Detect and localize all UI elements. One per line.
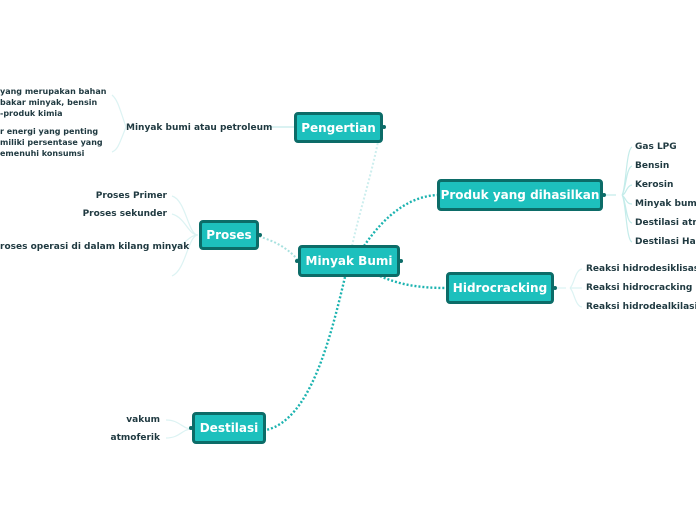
node-pengertian-label: Pengertian xyxy=(301,120,376,135)
link-center-produk xyxy=(363,193,439,247)
link-center-proses xyxy=(257,235,299,261)
leaf-produk-5: Destilasi atmo xyxy=(635,218,696,228)
node-proses[interactable]: Proses xyxy=(199,220,259,250)
node-hidro-label: Hidrocracking xyxy=(452,281,548,295)
leaf-hidro-3: Reaksi hidrodealkilasi xyxy=(586,302,696,312)
leaf-destilasi-1: vakum xyxy=(126,415,160,425)
leaf-produk-4: Minyak bumi xyxy=(635,199,696,209)
leaf-proses-3: roses operasi di dalam kilang minyak xyxy=(0,242,190,252)
leaf-hidro-1: Reaksi hidrodesiklisasi xyxy=(586,264,696,274)
node-destilasi[interactable]: Destilasi xyxy=(192,412,266,444)
node-produk[interactable]: Produk yang dihasilkan xyxy=(437,179,603,211)
link-center-pengertian xyxy=(351,141,379,247)
bracket-hidro xyxy=(553,268,583,308)
leaf-produk-3: Kerosin xyxy=(635,180,674,190)
leaf-pengertian-sub: Minyak bumi atau petroleum xyxy=(126,123,273,133)
node-proses-label: Proses xyxy=(206,228,252,242)
node-pengertian[interactable]: Pengertian xyxy=(294,112,383,143)
node-hidro[interactable]: Hidrocracking xyxy=(446,272,554,304)
leaf-pengertian-detail-1: yang merupakan bahan bakar minyak, bensi… xyxy=(0,87,107,118)
leaf-proses-2: Proses sekunder xyxy=(82,209,167,219)
link-sub-details xyxy=(111,94,127,153)
leaf-destilasi-2: atmoferik xyxy=(110,433,160,443)
leaf-produk-1: Gas LPG xyxy=(635,142,677,152)
bracket-proses xyxy=(171,195,199,277)
node-center-label: Minyak Bumi xyxy=(305,254,393,268)
link-center-destilasi xyxy=(265,276,347,432)
node-produk-label: Produk yang dihasilkan xyxy=(440,188,600,202)
node-center[interactable]: Minyak Bumi xyxy=(298,245,400,277)
bracket-destilasi xyxy=(165,419,193,439)
node-destilasi-label: Destilasi xyxy=(199,421,259,435)
leaf-produk-6: Destilasi Ham xyxy=(635,237,696,247)
leaf-proses-1: Proses Primer xyxy=(95,191,167,201)
leaf-produk-2: Bensin xyxy=(635,161,670,171)
bracket-produk xyxy=(602,146,633,243)
leaf-pengertian-detail-2: r energi yang penting miliki persentase … xyxy=(0,127,103,158)
leaf-hidro-2: Reaksi hidrocracking par xyxy=(586,283,696,293)
link-center-hidro xyxy=(379,274,448,290)
